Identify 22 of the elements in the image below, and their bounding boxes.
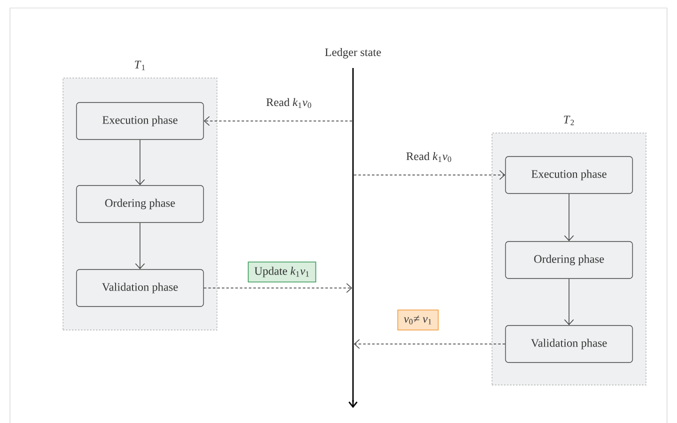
edge-label: Read k$_{1}$v$_{0}$: [265, 97, 313, 109]
arrow: [354, 339, 506, 349]
phase-box: Validation phase: [505, 325, 633, 363]
edge-label: Read k$_{1}$v$_{0}$: [405, 151, 453, 163]
phase-box: Ordering phase: [76, 185, 204, 223]
arrow: [204, 116, 352, 126]
edge-label: v$_{0}$≠ v$_{1}$: [397, 310, 439, 330]
node-label: T$_{2}$: [564, 116, 574, 126]
arrow: [564, 194, 574, 242]
ledger-label: Ledger state: [325, 48, 381, 58]
ledger-line: [348, 68, 358, 408]
phase-box: Validation phase: [76, 269, 204, 307]
phase-box: Ordering phase: [505, 241, 633, 279]
phase-box: Execution phase: [505, 156, 633, 194]
phase-box: Execution phase: [76, 102, 204, 140]
arrow: [135, 222, 145, 270]
node-label: T$_{1}$: [134, 60, 145, 70]
arrow: [204, 283, 352, 293]
arrow: [135, 140, 145, 186]
edge-label: Update k$_{1}$v$_{1}$: [248, 262, 316, 282]
arrow: [354, 170, 506, 180]
arrow: [564, 278, 574, 326]
